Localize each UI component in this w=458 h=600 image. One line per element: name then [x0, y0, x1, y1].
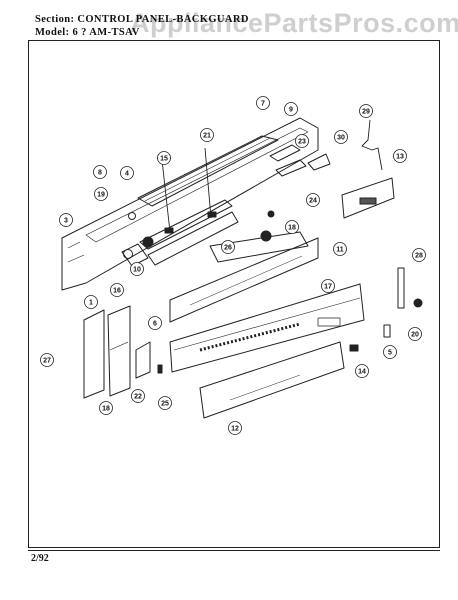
callout-number: 18 [288, 225, 296, 232]
small-hardware [135, 267, 423, 379]
callout-circle [256, 96, 270, 110]
callout-number: 28 [415, 253, 423, 260]
callout-circle [200, 128, 214, 142]
callout-circle [130, 262, 144, 276]
callout-circle [306, 193, 320, 207]
callout-circle [359, 104, 373, 118]
callout-circle [412, 248, 426, 262]
callout-circle [120, 166, 134, 180]
section-title: Section: CONTROL PANEL-BACKGUARD [35, 14, 249, 25]
callout-circle [228, 421, 242, 435]
callout-number: 25 [161, 401, 169, 408]
callout-number: 24 [309, 198, 317, 205]
callout-number: 30 [337, 135, 345, 142]
callout-number: 4 [125, 171, 129, 178]
callout-circle [84, 295, 98, 309]
callout-number: 5 [388, 350, 392, 357]
callout-number: 13 [396, 154, 404, 161]
callout-number: 12 [231, 426, 239, 433]
callout-labels: 1345678910111213141516171818192021222324… [40, 96, 426, 435]
callout-number: 26 [224, 245, 232, 252]
callout-number: 19 [97, 192, 105, 199]
mounting-bracket [121, 147, 239, 267]
backguard-panel [61, 117, 319, 291]
callout-circle [355, 364, 369, 378]
callout-number: 15 [160, 156, 168, 163]
callout-number: 23 [298, 139, 306, 146]
callout-number: 17 [324, 284, 332, 291]
callout-number: 10 [133, 267, 141, 274]
hinge-bracket [307, 153, 331, 171]
callout-circle [94, 187, 108, 201]
callout-circle [221, 240, 235, 254]
revision-date: 2/92 [31, 553, 49, 564]
callout-number: 6 [153, 321, 157, 328]
callout-number: 21 [203, 133, 211, 140]
front-control-panel [169, 283, 365, 373]
callout-circle [93, 165, 107, 179]
callout-number: 1 [89, 300, 93, 307]
watermark: AppliancePartsPros.com [130, 8, 458, 38]
callout-number: 9 [289, 107, 293, 114]
top-trim-strip [137, 135, 279, 207]
callout-circle [295, 134, 309, 148]
callout-number: 11 [336, 247, 344, 254]
callout-circle [285, 220, 299, 234]
callout-number: 29 [362, 109, 370, 116]
callout-circle [99, 401, 113, 415]
callout-number: 16 [113, 288, 121, 295]
switch-knobs [123, 210, 275, 259]
callout-circle [131, 389, 145, 403]
callout-number: 3 [64, 218, 68, 225]
callout-circle [408, 327, 422, 341]
glass-panel [199, 341, 345, 419]
callout-circle [334, 130, 348, 144]
footer-bar [28, 550, 440, 569]
callout-circle [157, 151, 171, 165]
callout-number: 14 [358, 369, 366, 376]
diagram-frame [28, 40, 440, 548]
callout-number: 20 [411, 332, 419, 339]
control-panel-plate [169, 231, 319, 323]
callout-number: 18 [102, 406, 110, 413]
callout-number: 27 [43, 358, 51, 365]
clock-timer [341, 119, 395, 219]
callout-circle [284, 102, 298, 116]
callout-number: 7 [261, 101, 265, 108]
callout-number: 22 [134, 394, 142, 401]
callout-circle [321, 279, 335, 293]
callout-circle [40, 353, 54, 367]
callout-circle [110, 283, 124, 297]
callout-circle [148, 316, 162, 330]
callout-circle [333, 242, 347, 256]
callout-circle [59, 213, 73, 227]
end-trim-rails [269, 144, 307, 177]
callout-number: 8 [98, 170, 102, 177]
callout-circle [158, 396, 172, 410]
callout-circle [393, 149, 407, 163]
end-cap-bracket [83, 305, 131, 399]
model-title: Model: 6 ? AM-TSAV [35, 27, 140, 38]
callout-circle [383, 345, 397, 359]
